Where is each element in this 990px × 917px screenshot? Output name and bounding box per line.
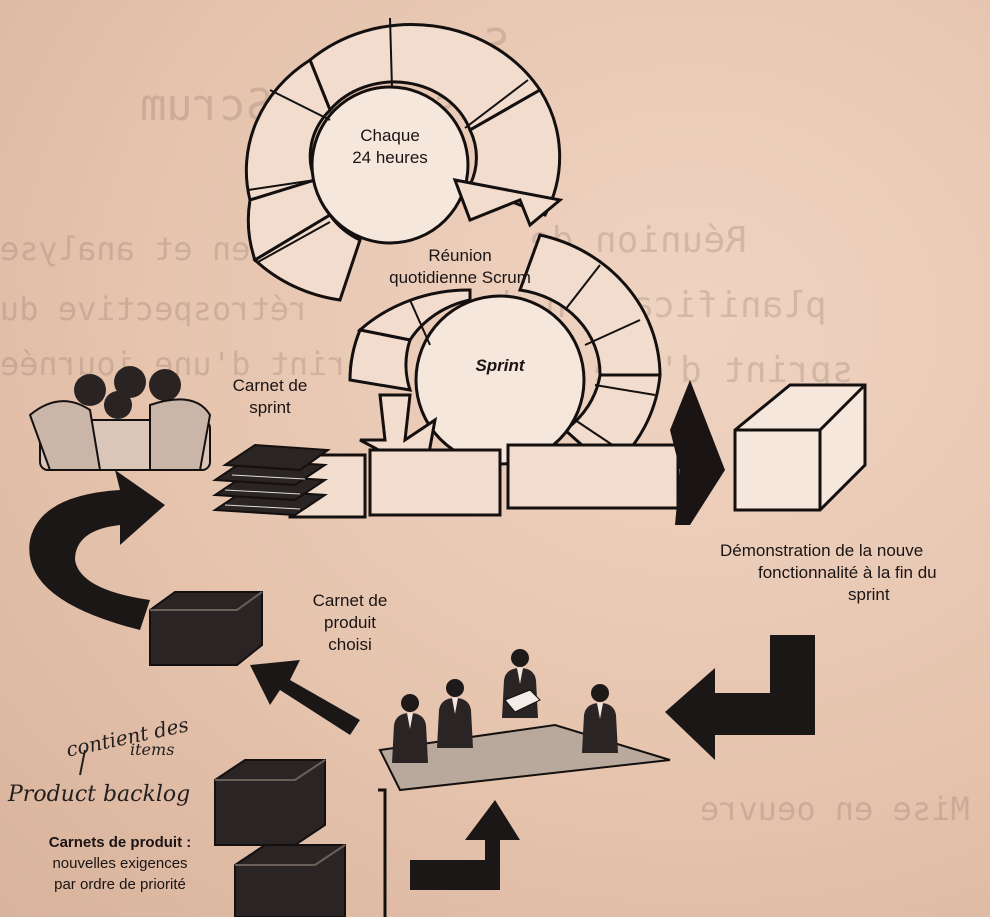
selected-backlog-label: Carnet de produit choisi — [300, 590, 400, 656]
product-backlog-title: Carnets de produit : — [48, 834, 192, 851]
demo-line1: Démonstration de la nouve — [720, 541, 924, 560]
curved-loop-arrow — [29, 470, 165, 630]
daily-cycle-arrow-head — [452, 178, 564, 228]
daily-cycle-line1: Chaque — [360, 126, 420, 145]
demo-line2: fonctionnalité à la fin du — [758, 563, 937, 582]
return-arrow-right — [665, 635, 815, 760]
selected-backlog-line3: choisi — [328, 635, 372, 654]
selected-backlog-line2: produit — [324, 613, 376, 632]
daily-cycle-line2: 24 heures — [352, 148, 428, 167]
product-backlog-line2: nouvelles exigences — [52, 855, 188, 872]
demo-label: Démonstration de la nouve fonctionnalité… — [720, 540, 990, 606]
sprint-backlog-line1: Carnet de — [232, 376, 308, 395]
planning-meeting-illustration — [378, 649, 671, 792]
sprint-backlog-line2: sprint — [249, 398, 291, 417]
handwritten-note: Product backlog — [8, 782, 191, 807]
selected-backlog-line1: Carnet de — [312, 591, 388, 610]
team-huddle-illustration — [28, 366, 212, 471]
increment-cube — [733, 383, 867, 512]
sprint-backlog-label: Carnet de sprint — [220, 375, 320, 419]
input-arrow-up — [410, 800, 520, 890]
product-backlog-label: Carnets de produit : nouvelles exigences… — [20, 832, 220, 895]
daily-cycle-label: Chaque 24 heures — [330, 125, 450, 169]
selected-backlog-box — [149, 591, 263, 666]
daily-cycle-ring — [244, 23, 562, 302]
handwritten-note: items — [130, 740, 175, 759]
demo-line3: sprint — [848, 585, 890, 604]
sprint-track — [288, 443, 680, 519]
daily-meeting-line1: Réunion — [428, 246, 492, 265]
daily-meeting-line2: quotidienne Scrum — [389, 268, 531, 287]
sprint-label: Sprint — [475, 356, 525, 375]
daily-meeting-label: Réunion quotidienne Scrum — [360, 245, 560, 289]
arrow-to-selected-backlog — [250, 660, 360, 735]
product-backlog-boxes — [214, 759, 346, 917]
sprint-output-arrow — [670, 380, 725, 525]
daily-ring-dividers — [247, 17, 529, 263]
product-backlog-line3: par ordre de priorité — [54, 876, 186, 893]
sprint-backlog-stack — [211, 443, 331, 517]
